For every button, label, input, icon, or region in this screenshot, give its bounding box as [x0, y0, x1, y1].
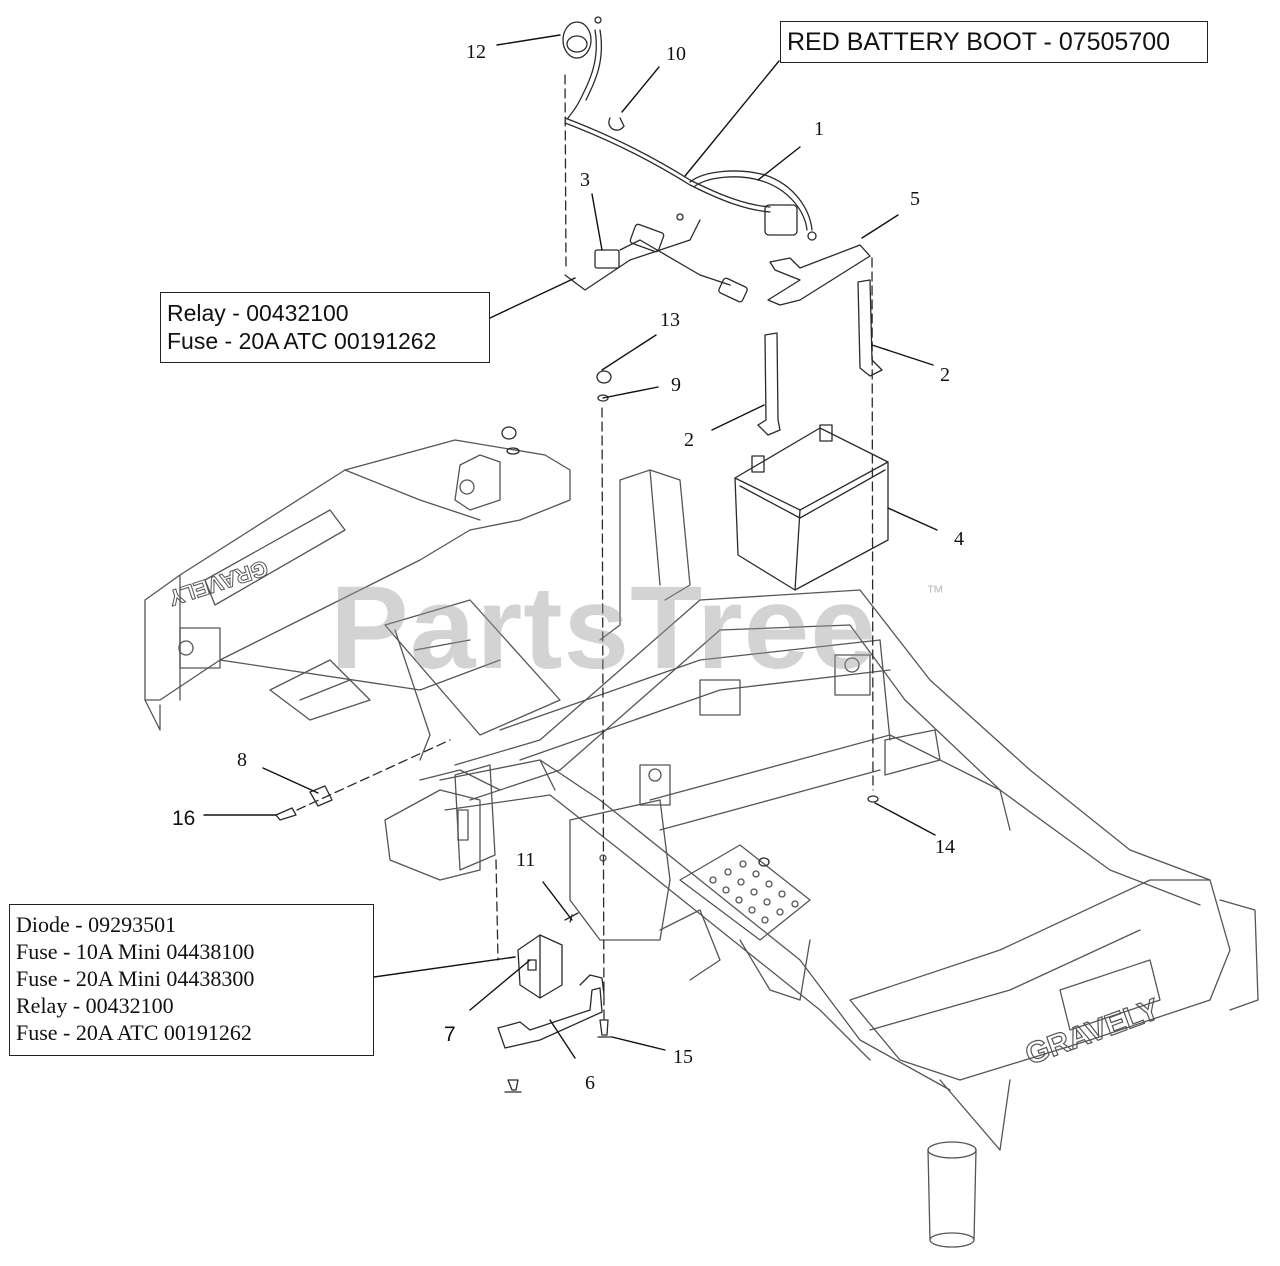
- relay-label-box: Relay - 00432100 Fuse - 20A ATC 00191262: [160, 292, 490, 363]
- diode-label-box: Diode - 09293501 Fuse - 10A Mini 0443810…: [9, 904, 374, 1056]
- j-bolt-right: [857, 279, 883, 377]
- callout-15: 15: [673, 1046, 693, 1068]
- fuse-block: [517, 934, 563, 999]
- callout-3: 3: [580, 169, 590, 191]
- assembly-lines: [296, 74, 874, 1021]
- screw-mid: [758, 857, 770, 867]
- j-bolt-left: [757, 332, 781, 436]
- watermark-trademark: ™: [926, 582, 944, 602]
- diode-label-line: Relay - 00432100: [16, 993, 174, 1018]
- washer-9: [597, 394, 609, 402]
- diode-label-line: Diode - 09293501: [16, 912, 177, 937]
- washer-top: [506, 447, 520, 455]
- callout-1: 1: [814, 118, 824, 140]
- relay-label-line: Relay - 00432100: [167, 300, 349, 326]
- nut-13: [596, 370, 612, 384]
- battery-boot-label-box: RED BATTERY BOOT - 07505700: [780, 21, 1208, 63]
- battery-boot: [566, 35, 588, 53]
- leader-lines: [203, 34, 938, 1059]
- bolt-bottom: [504, 1079, 522, 1093]
- battery-hold-down: [767, 244, 871, 306]
- callout-6: 6: [585, 1072, 595, 1094]
- callout-2-right: 2: [940, 364, 950, 386]
- callout-13: 13: [660, 309, 680, 331]
- washer-14: [867, 795, 879, 803]
- callout-8: 8: [237, 749, 247, 771]
- callout-2-left: 2: [684, 429, 694, 451]
- relay-label-line: Fuse - 20A ATC 00191262: [167, 328, 437, 354]
- callout-9: 9: [671, 374, 681, 396]
- bolt-15: [597, 1019, 613, 1038]
- callout-12: 12: [466, 41, 486, 63]
- relay-harness: [564, 213, 748, 303]
- cable-clip: [608, 117, 625, 131]
- diode-label-line: Fuse - 10A Mini 04438100: [16, 939, 255, 964]
- callout-16: 16: [172, 807, 195, 830]
- nut-top: [501, 426, 517, 440]
- callout-5: 5: [910, 188, 920, 210]
- battery-boot-label: RED BATTERY BOOT - 07505700: [787, 28, 1171, 56]
- fuse-bracket: [497, 987, 603, 1049]
- mower-frame: [144, 439, 1259, 1248]
- diode-label-line: Fuse - 20A ATC 00191262: [16, 1020, 252, 1045]
- battery: [734, 424, 889, 591]
- diode-label-line: Fuse - 20A Mini 04438300: [16, 966, 255, 991]
- callout-11: 11: [516, 849, 535, 871]
- callout-10: 10: [666, 43, 686, 65]
- battery-cable: [562, 16, 817, 241]
- callout-4: 4: [954, 528, 964, 550]
- bolt-16: [275, 807, 297, 821]
- callout-14: 14: [935, 836, 955, 858]
- step-pad-holes: [709, 860, 799, 924]
- callout-7: 7: [444, 1023, 456, 1046]
- frame-logo-front: GRAVELY: [1021, 993, 1164, 1072]
